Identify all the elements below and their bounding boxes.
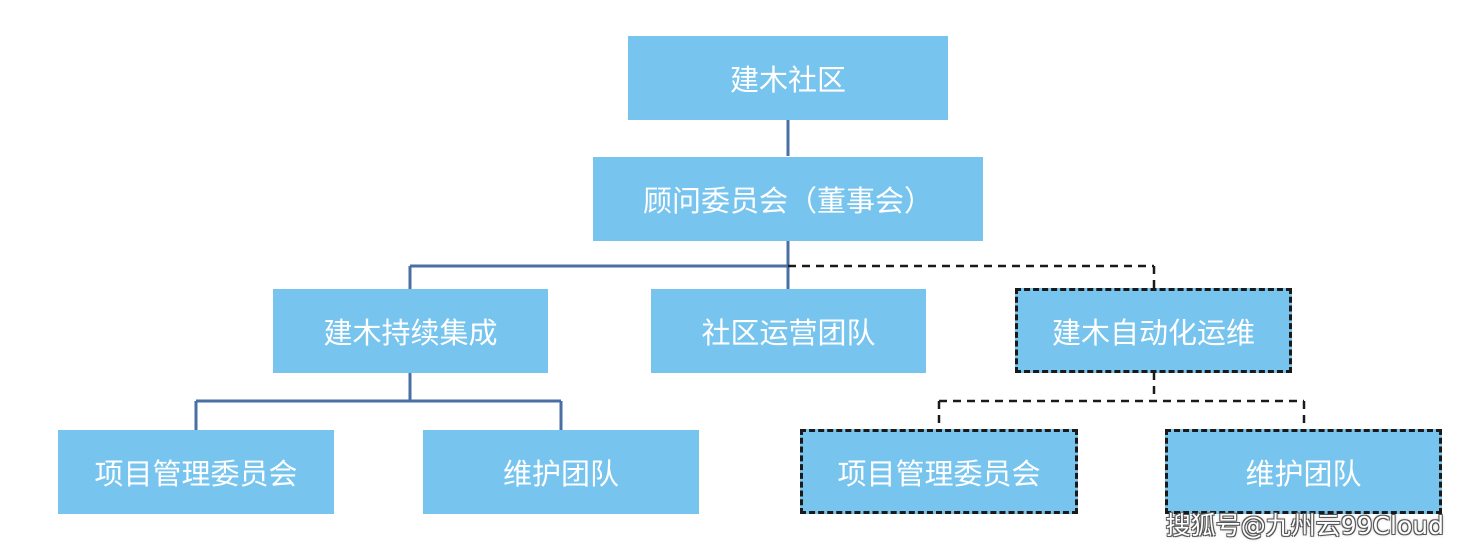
node-advisory-committee: 顾问委员会（董事会） (593, 157, 983, 241)
node-ci-project-committee-label: 项目管理委员会 (94, 457, 298, 491)
node-auto-maintenance-team: 维护团队 (1165, 429, 1442, 514)
node-ci-maintenance-team-label: 维护团队 (502, 457, 619, 491)
watermark-text: 搜狐号@九州云99Cloud (1165, 511, 1444, 540)
node-auto-project-committee-label: 项目管理委员会 (837, 456, 1041, 491)
node-continuous-integration-label: 建木持续集成 (323, 316, 498, 350)
node-automated-ops-label: 建木自动化运维 (1051, 315, 1255, 350)
node-ci-maintenance-team: 维护团队 (423, 430, 699, 514)
node-root: 建木社区 (628, 36, 948, 120)
node-community-ops-team-label: 社区运营团队 (701, 316, 876, 350)
node-automated-ops: 建木自动化运维 (1015, 288, 1292, 373)
node-auto-project-committee: 项目管理委员会 (800, 429, 1078, 514)
node-root-label: 建木社区 (729, 63, 846, 97)
node-advisory-committee-label: 顾问委员会（董事会） (642, 184, 933, 218)
node-community-ops-team: 社区运营团队 (651, 289, 926, 373)
node-auto-maintenance-team-label: 维护团队 (1245, 456, 1362, 491)
node-continuous-integration: 建木持续集成 (273, 289, 548, 373)
node-ci-project-committee: 项目管理委员会 (58, 430, 334, 514)
